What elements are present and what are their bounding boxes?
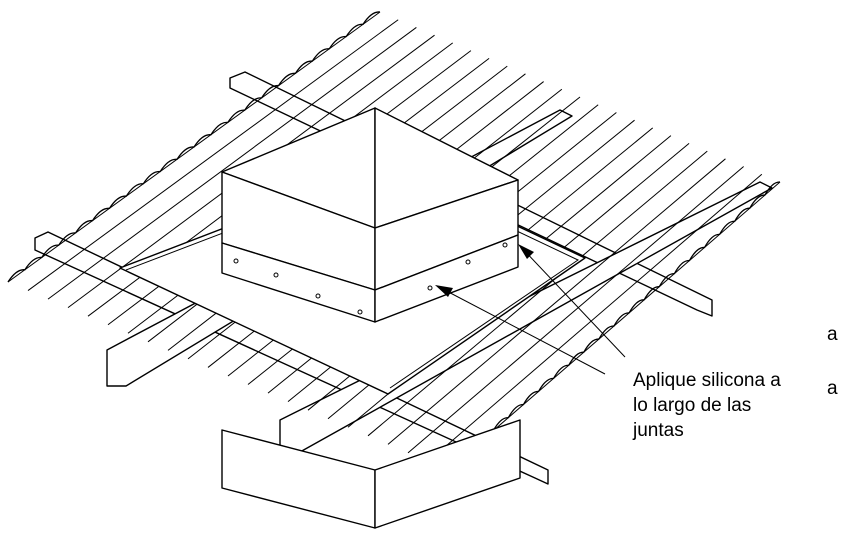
rivet [273, 272, 279, 278]
arrow-line-lower [436, 285, 606, 375]
sheet-ridge [407, 166, 744, 454]
sheet-ridge [7, 11, 381, 283]
callout-line-3: juntas [633, 420, 684, 441]
rivet [233, 258, 239, 264]
cropped-text-fragment-lower: a [827, 378, 838, 399]
lower-duct-right-face [374, 419, 521, 529]
arrowhead-upper [518, 244, 534, 259]
collar-rivets [233, 242, 508, 315]
sheet-ridge [447, 181, 781, 471]
vent-box [221, 107, 519, 323]
sheet-ridge [427, 173, 763, 462]
rivet [427, 285, 433, 291]
callout-line-1: Aplique silicona a [633, 370, 781, 391]
rivet [465, 259, 471, 265]
callout-arrows [435, 244, 626, 375]
rivet [357, 309, 363, 315]
silicone-instruction-callout: Aplique silicona a lo largo de las junta… [633, 368, 781, 443]
sheet-ridge [367, 150, 708, 437]
rivet [502, 242, 508, 248]
cropped-text-fragment-upper: a [827, 324, 838, 345]
sheet-ridge [27, 19, 399, 291]
sheet-ridge [387, 158, 726, 445]
vent-collar-right [374, 234, 519, 323]
arrowhead-lower [435, 285, 453, 297]
arrow-line-upper [519, 245, 626, 358]
beam-lower-left [34, 231, 549, 485]
callout-line-2: lo largo de las [633, 395, 752, 416]
sheet-ridge [47, 27, 417, 300]
rivet [315, 293, 321, 299]
lower-duct [221, 419, 521, 529]
